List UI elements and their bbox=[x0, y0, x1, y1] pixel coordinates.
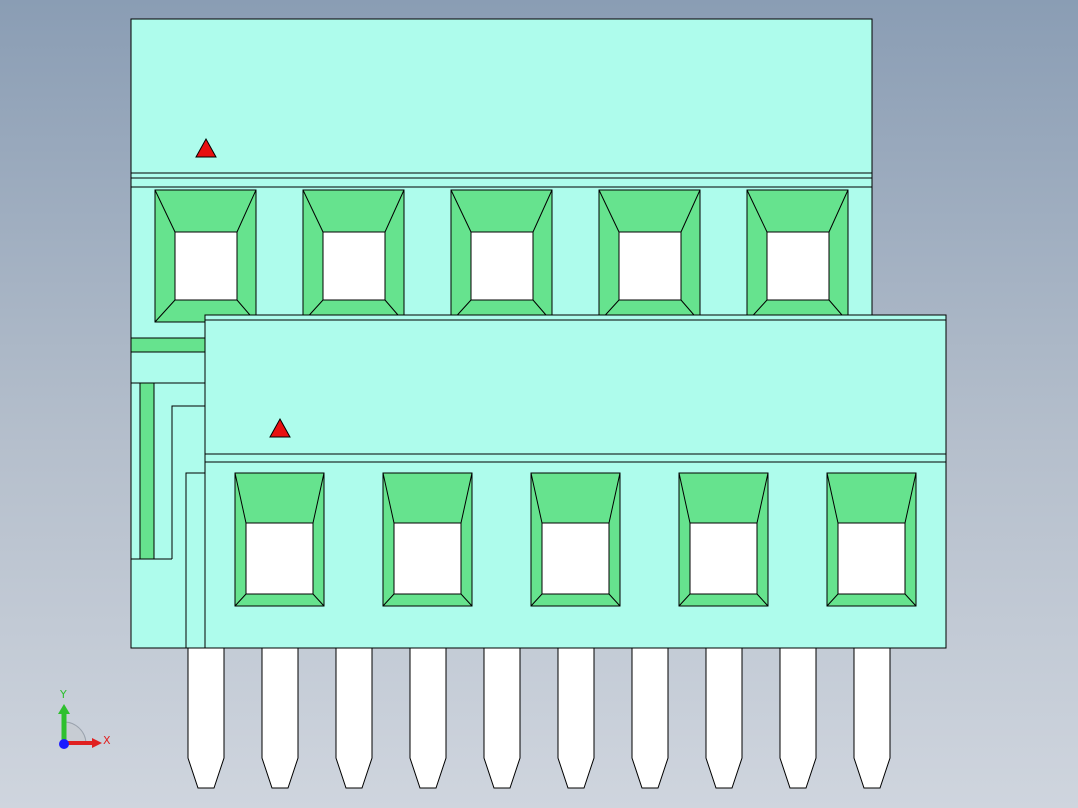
pin bbox=[853, 647, 891, 789]
pin bbox=[187, 647, 225, 789]
pin bbox=[261, 647, 299, 789]
view-triad[interactable]: Y X bbox=[40, 680, 130, 760]
front-pocket bbox=[826, 472, 917, 607]
pin bbox=[557, 647, 595, 789]
front-pocket bbox=[382, 472, 473, 607]
back-housing-rail bbox=[130, 337, 208, 353]
back-housing-edge bbox=[185, 472, 207, 648]
pin bbox=[483, 647, 521, 789]
pin bbox=[631, 647, 669, 789]
y-axis-label: Y bbox=[59, 688, 67, 701]
red-marker-triangle bbox=[269, 417, 291, 438]
back-pocket bbox=[746, 189, 849, 323]
triad-origin bbox=[59, 739, 69, 749]
back-housing-edge bbox=[171, 405, 207, 559]
front-pocket bbox=[678, 472, 769, 607]
front-pocket bbox=[234, 472, 325, 607]
front-pocket bbox=[530, 472, 621, 607]
back-housing-slot bbox=[139, 382, 155, 560]
pin bbox=[779, 647, 817, 789]
pin bbox=[409, 647, 447, 789]
pins bbox=[187, 647, 891, 789]
back-pocket bbox=[154, 189, 257, 323]
back-pocket bbox=[598, 189, 701, 323]
pin bbox=[335, 647, 373, 789]
red-marker-triangle bbox=[195, 137, 217, 158]
pin bbox=[705, 647, 743, 789]
back-pocket bbox=[302, 189, 405, 323]
x-axis-arrowhead bbox=[92, 738, 102, 748]
y-axis-arrowhead bbox=[58, 704, 70, 714]
back-pocket bbox=[450, 189, 553, 323]
front-housing bbox=[204, 314, 947, 649]
x-axis-label: X bbox=[103, 734, 111, 747]
